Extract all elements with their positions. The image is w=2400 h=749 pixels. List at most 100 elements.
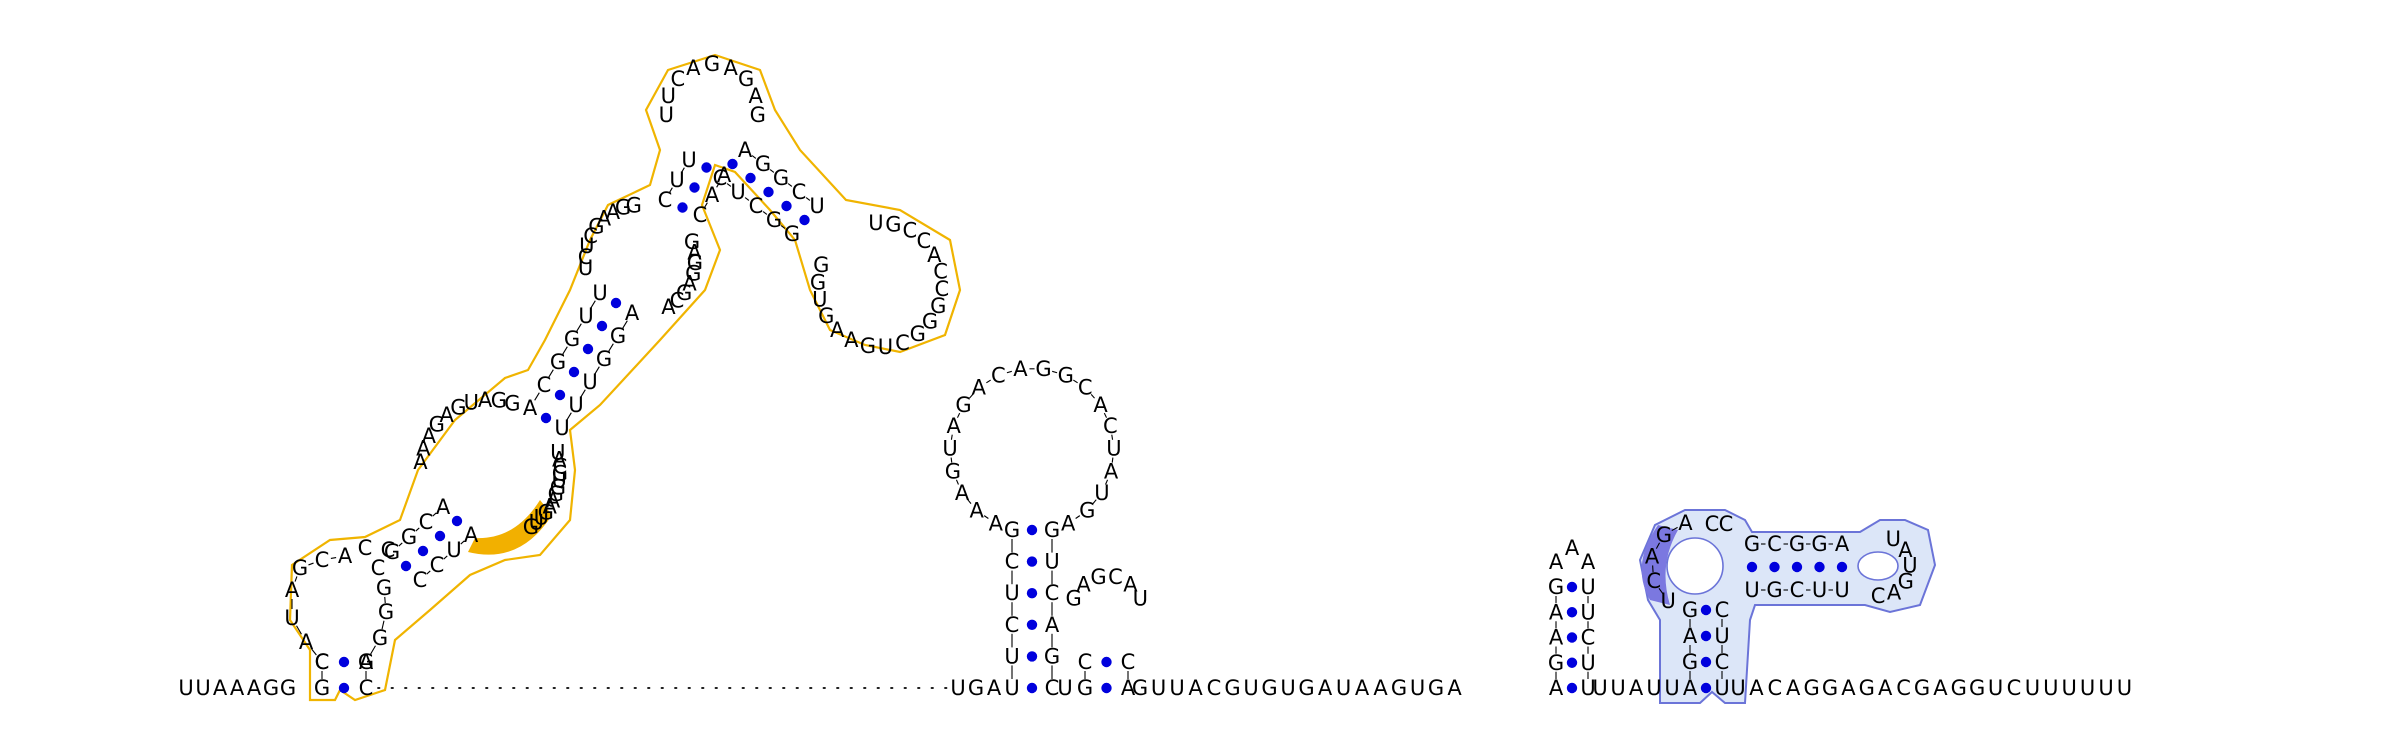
nucleotide-U: U	[529, 510, 544, 534]
base-pair-dot	[701, 162, 712, 173]
nucleotide-U: U	[1886, 527, 1901, 551]
nucleotide-A: A	[686, 56, 701, 80]
nucleotide-U: U	[809, 194, 824, 218]
nucleotide-C: C	[713, 166, 728, 190]
nucleotide-A: A	[552, 448, 567, 472]
nucleotide-G: G	[687, 251, 703, 275]
nucleotide-G: G	[1090, 565, 1106, 589]
nucleotide-U: U	[446, 538, 461, 562]
base-pair-dot	[1026, 651, 1038, 662]
nucleotide-G: G	[1044, 644, 1060, 668]
base-pair-dot	[582, 343, 594, 355]
nucleotide-A: A	[546, 488, 561, 512]
nucleotide-U: U	[1169, 676, 1184, 700]
nucleotide-A: A	[1549, 626, 1564, 650]
nucleotide-C: C	[1896, 676, 1911, 700]
nucleotide-G: G	[1058, 363, 1074, 387]
nucleotide-U: U	[2043, 676, 2058, 700]
backbone-link	[950, 434, 953, 440]
base-pair-dot	[1101, 656, 1112, 668]
nucleotide-A: A	[1093, 393, 1108, 417]
nucleotide-A: A	[1061, 512, 1076, 536]
nucleotide-G: G	[704, 52, 720, 76]
nucleotide-A: A	[413, 450, 428, 474]
nucleotide-G: G	[1004, 518, 1020, 542]
nucleotide-G: G	[1132, 676, 1148, 700]
nucleotide-U: U	[1610, 676, 1625, 700]
backbone-link	[432, 512, 437, 517]
nucleotide-C: C	[1078, 650, 1093, 674]
nucleotide-A: A	[247, 676, 262, 700]
base-pair-dot	[1814, 561, 1825, 573]
backbone-link	[780, 225, 786, 229]
nucleotide-C: C	[1790, 578, 1805, 602]
base-pair-dot	[554, 389, 566, 401]
backbone-link	[381, 620, 385, 630]
base-pair-dot	[1746, 561, 1758, 573]
nucleotide-G: G	[684, 230, 700, 254]
nucleotide-G: G	[1656, 523, 1672, 547]
nucleotide-U: U	[578, 304, 593, 328]
nucleotide-U: U	[1580, 600, 1595, 624]
backbone-link	[681, 167, 685, 173]
nucleotide-G: G	[1391, 676, 1407, 700]
nucleotide-G: G	[263, 676, 279, 700]
nucleotide-A: A	[422, 424, 437, 448]
nucleotide-C: C	[935, 277, 950, 301]
nucleotide-A: A	[1887, 581, 1902, 605]
nucleotide-G: G	[968, 676, 984, 700]
nucleotide-G: G	[810, 270, 826, 294]
nucleotide-U: U	[681, 148, 696, 172]
nucleotide-G: G	[292, 556, 308, 580]
nucleotide-C: C	[1005, 550, 1020, 574]
nucleotide-A: A	[1878, 676, 1893, 700]
nucleotide-A: A	[1749, 676, 1764, 700]
nucleotide-G: G	[372, 626, 388, 650]
base-pair-dot	[610, 297, 622, 309]
yellow-highlight-segment	[468, 500, 552, 555]
nucleotide-C: C	[670, 67, 685, 91]
nucleotide-U: U	[1730, 676, 1745, 700]
base-pair-dot	[763, 186, 774, 198]
nucleotide-A: A	[1683, 676, 1698, 700]
base-pair-dot	[338, 656, 350, 668]
nucleotide-C: C	[2007, 676, 2022, 700]
nucleotide-U: U	[1812, 578, 1827, 602]
nucleotide-A: A	[213, 676, 228, 700]
nucleotide-U: U	[2080, 676, 2095, 700]
nucleotide-A: A	[440, 403, 455, 427]
nucleotide-C: C	[902, 219, 917, 243]
nucleotide-A: A	[705, 183, 720, 207]
nucleotide-A: A	[1786, 676, 1801, 700]
nucleotide-U: U	[2117, 676, 2132, 700]
nucleotide-G: G	[1951, 676, 1967, 700]
nucleotide-U: U	[942, 437, 957, 461]
nucleotide-A: A	[1076, 573, 1091, 597]
nucleotide-U: U	[554, 416, 569, 440]
nucleotide-A: A	[1835, 532, 1850, 556]
nucleotide-U: U	[1094, 481, 1109, 505]
nucleotide-A: A	[1629, 676, 1644, 700]
base-pair-dot	[1566, 632, 1578, 643]
nucleotide-A: A	[738, 138, 753, 162]
backbone-link	[594, 366, 600, 375]
base-pair-dot	[434, 530, 446, 542]
nucleotide-A: A	[989, 512, 1004, 536]
nucleotide-U: U	[812, 288, 827, 312]
base-pair-dot	[689, 182, 700, 193]
nucleotide-U: U	[730, 180, 745, 204]
nucleotide-C: C	[991, 363, 1006, 387]
nucleotide-C: C	[578, 245, 593, 269]
nucleotide-U: U	[552, 468, 567, 492]
nucleotide-G: G	[550, 475, 566, 499]
nucleotide-C: C	[413, 568, 428, 592]
nucleotide-C: C	[381, 538, 396, 562]
backbone-link	[580, 389, 586, 398]
backbone-link	[669, 187, 673, 193]
nucleotide-A: A	[1581, 550, 1596, 574]
backbone-link	[534, 392, 540, 401]
base-pair-dot	[745, 172, 756, 184]
nucleotide-G: G	[1744, 532, 1760, 556]
nucleotide-A: A	[597, 206, 612, 230]
nucleotide-G: G	[818, 304, 834, 328]
